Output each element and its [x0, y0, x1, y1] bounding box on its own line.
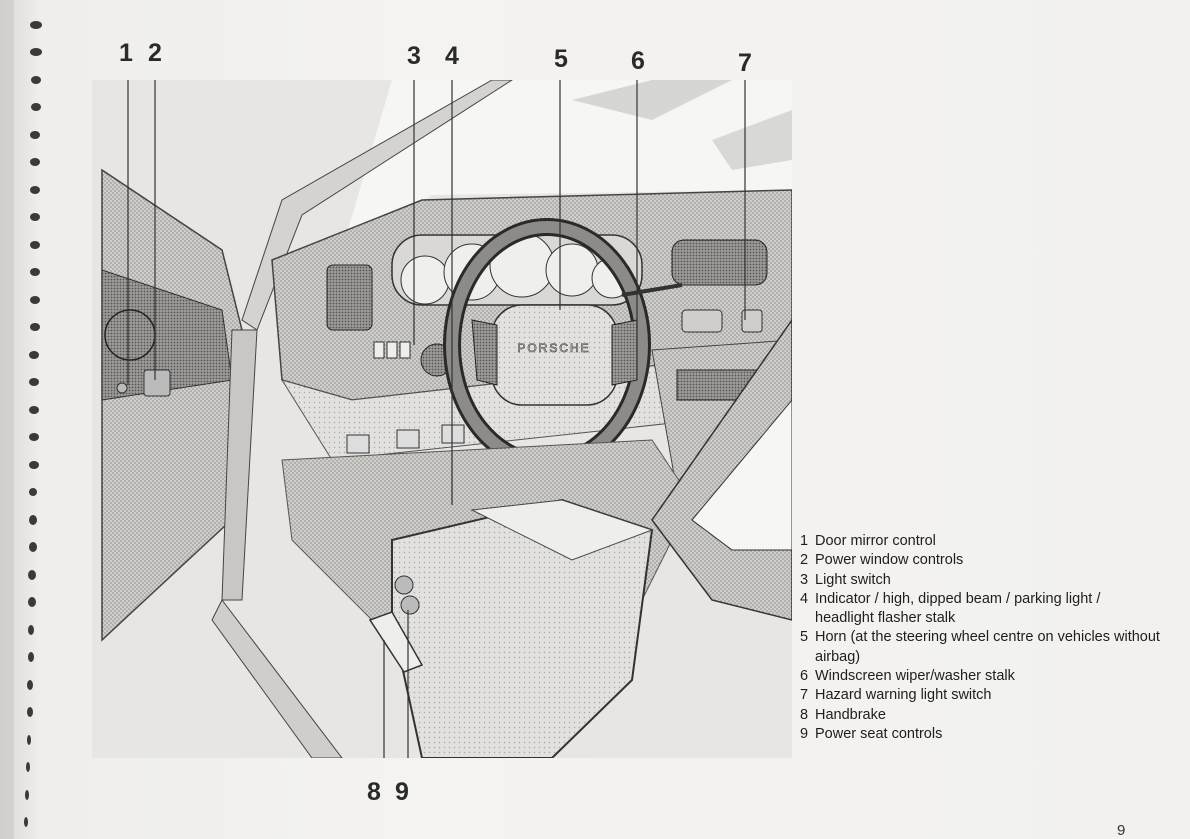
legend-item-text: Horn (at the steering wheel centre on ve…	[815, 628, 1160, 667]
spiral-binding	[0, 0, 60, 839]
cockpit-illustration: PORSCHE	[92, 80, 792, 758]
legend-item-text: Handbrake	[815, 706, 1160, 725]
legend-item-text: Hazard warning light switch	[815, 686, 1160, 705]
callout-9: 9	[395, 780, 409, 805]
legend-item-number: 9	[800, 725, 815, 744]
callout-5: 5	[554, 47, 568, 72]
legend-item-number: 7	[800, 686, 815, 705]
legend-item-number: 5	[800, 628, 815, 667]
page-number: 9	[1117, 822, 1125, 839]
legend-item-text: Power window controls	[815, 551, 1160, 570]
cockpit-drawing: PORSCHE	[92, 80, 792, 758]
legend-item-text: Indicator / high, dipped beam / parking …	[815, 590, 1160, 629]
callout-3: 3	[407, 44, 421, 69]
legend-item-number: 8	[800, 706, 815, 725]
legend-item-number: 1	[800, 532, 815, 551]
legend-item-number: 2	[800, 551, 815, 570]
legend-item-text: Door mirror control	[815, 532, 1160, 551]
callout-6: 6	[631, 49, 645, 74]
callout-1: 1	[119, 41, 133, 66]
callout-4: 4	[445, 44, 459, 69]
legend-item-number: 4	[800, 590, 815, 629]
callout-8: 8	[367, 780, 381, 805]
legend-item-number: 6	[800, 667, 815, 686]
callout-2: 2	[148, 41, 162, 66]
legend-item-text: Windscreen wiper/washer stalk	[815, 667, 1160, 686]
legend-item-number: 3	[800, 571, 815, 590]
steering-wheel-logo: PORSCHE	[517, 341, 590, 355]
callout-7: 7	[738, 51, 752, 76]
legend-item-text: Power seat controls	[815, 725, 1160, 744]
legend-item-text: Light switch	[815, 571, 1160, 590]
